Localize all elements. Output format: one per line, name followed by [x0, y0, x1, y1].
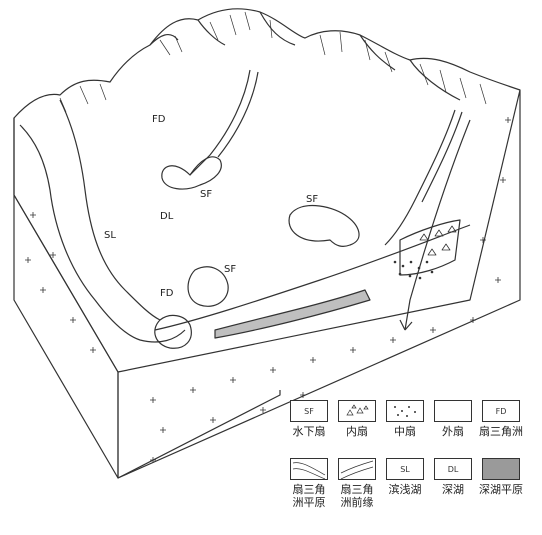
- label-sl: SL: [104, 230, 116, 241]
- legend-swatch-mid-fan: [386, 400, 424, 422]
- hatch2-pattern-icon: [339, 459, 375, 479]
- legend-label-outer-fan: 外扇: [429, 425, 477, 438]
- legend-label-sl: 滨浅湖: [381, 483, 429, 496]
- fan-delta-low: [155, 315, 192, 348]
- shoreline-inner: [60, 100, 160, 320]
- legend-swatch-outer-fan: [434, 400, 472, 422]
- legend-swatch-fd-plain: [290, 458, 328, 480]
- shoreline: [20, 125, 185, 342]
- hill-strokes: [60, 12, 486, 112]
- label-dl: DL: [160, 211, 174, 222]
- legend-code-dl: DL: [434, 458, 472, 480]
- legend: SF 水下扇 内扇 中扇 外扇 FD 扇三角洲 扇三角 洲平原 扇三角 洲前缘 …: [285, 400, 540, 530]
- inner-fan-triangles: [420, 226, 456, 255]
- mountain-ridge: [14, 9, 520, 118]
- fan-right: [289, 206, 359, 247]
- legend-code-sf: SF: [290, 400, 328, 422]
- channel-upper-2: [218, 72, 258, 157]
- legend-swatch-deep-plain: [482, 458, 520, 480]
- legend-label-sf: 水下扇: [285, 425, 333, 438]
- channel-right: [385, 110, 455, 245]
- legend-label-inner-fan: 内扇: [333, 425, 381, 438]
- legend-label-fd-plain: 扇三角 洲平原: [285, 483, 333, 509]
- label-sf-low: SF: [224, 264, 236, 275]
- legend-label-dl: 深湖: [429, 483, 477, 496]
- mountain-peaks: [150, 12, 460, 100]
- label-sf-mid: SF: [200, 189, 212, 200]
- hatch-pattern-icon: [291, 459, 327, 479]
- deep-lake-wedge: [215, 290, 370, 338]
- label-fd-low: FD: [160, 288, 174, 299]
- label-fd-top: FD: [152, 114, 166, 125]
- legend-swatch-fd-front: [338, 458, 376, 480]
- fan-low: [188, 267, 228, 306]
- legend-code-sl: SL: [386, 458, 424, 480]
- triangles-pattern-icon: [339, 401, 375, 421]
- fan-mid: [162, 157, 221, 189]
- legend-swatch-inner-fan: [338, 400, 376, 422]
- dots-pattern-icon: [387, 401, 423, 421]
- legend-label-mid-fan: 中扇: [381, 425, 429, 438]
- legend-label-deep-plain: 深湖平原: [477, 483, 525, 496]
- block-left-face: [14, 118, 118, 478]
- legend-label-fd: 扇三角洲: [477, 425, 525, 438]
- legend-code-fd: FD: [482, 400, 520, 422]
- legend-label-fd-front: 扇三角 洲前缘: [333, 483, 381, 509]
- label-sf-right: SF: [306, 194, 318, 205]
